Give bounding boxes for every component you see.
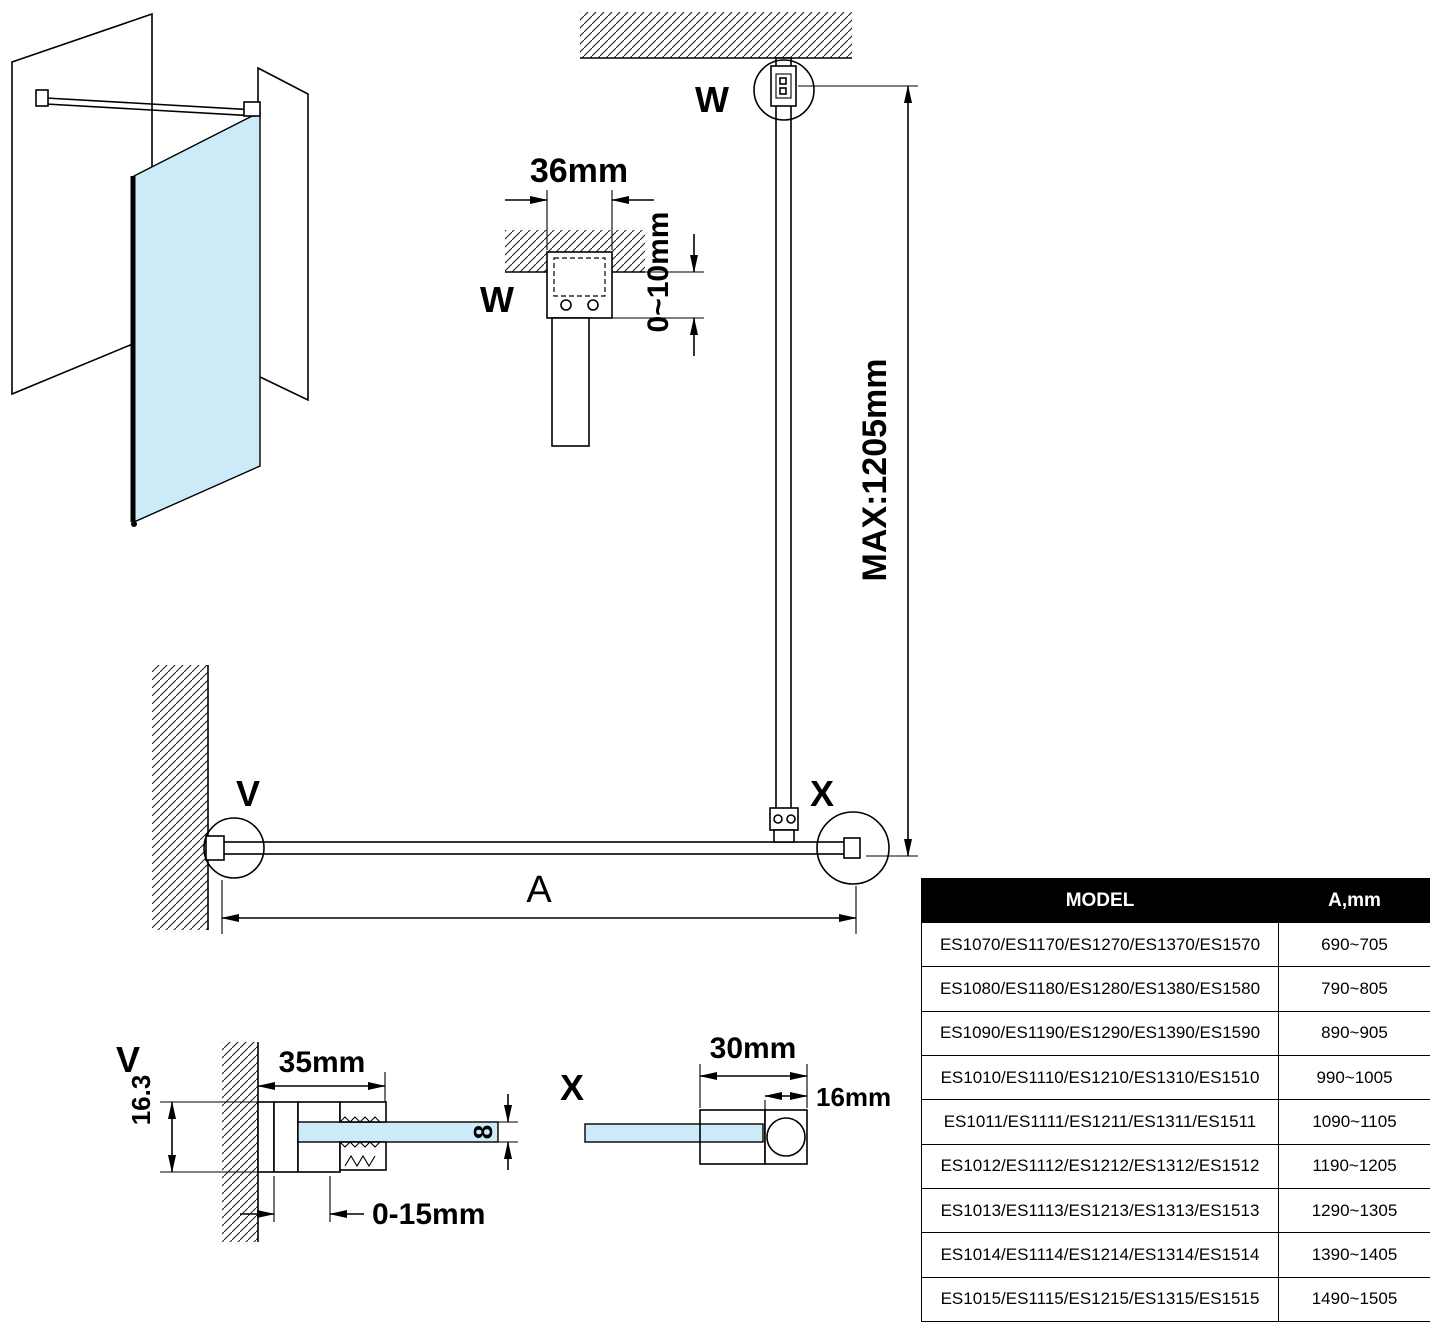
table-row: ES1014/ES1114/ES1214/ES1314/ES1514 1390~… bbox=[921, 1232, 1430, 1278]
detail-v-label: V bbox=[116, 1039, 140, 1080]
glass-end-clamp bbox=[843, 837, 861, 859]
model-table-body: ES1070/ES1170/ES1270/ES1370/ES1570 690~7… bbox=[921, 921, 1430, 1322]
wall-profile-plan bbox=[205, 835, 225, 861]
dim-16mm-label: 16mm bbox=[816, 1082, 891, 1112]
isometric-view bbox=[11, 12, 309, 527]
profile-adjust-zone bbox=[273, 1101, 299, 1173]
table-row: ES1011/ES1111/ES1211/ES1311/ES1511 1090~… bbox=[921, 1099, 1430, 1145]
ceiling-bracket-small bbox=[770, 65, 797, 107]
model-cell: ES1070/ES1170/ES1270/ES1370/ES1570 bbox=[921, 921, 1279, 968]
glass-foot bbox=[131, 521, 137, 527]
detail-w-callout: 36mm W 0~10mm bbox=[480, 152, 704, 447]
model-table: MODEL A,mm ES1070/ES1170/ES1270/ES1370/E… bbox=[921, 878, 1430, 1322]
detail-v-marker-label: V bbox=[236, 773, 260, 814]
model-cell: ES1012/ES1112/ES1212/ES1312/ES1512 bbox=[921, 1143, 1279, 1189]
dim-8-label: 8 bbox=[468, 1125, 498, 1139]
dimension-max: MAX:1205mm bbox=[798, 85, 918, 857]
detail-w-label: W bbox=[480, 279, 514, 320]
model-cell: ES1090/ES1190/ES1290/ES1390/ES1590 bbox=[921, 1010, 1279, 1056]
bar-cross-section bbox=[766, 1117, 806, 1157]
wall-hatch bbox=[222, 1042, 258, 1242]
dim-30mm-label: 30mm bbox=[710, 1032, 797, 1065]
table-header-a: A,mm bbox=[1278, 878, 1430, 923]
model-cell: ES1015/ES1115/ES1215/ES1315/ES1515 bbox=[921, 1276, 1279, 1322]
detail-x-label: X bbox=[560, 1067, 584, 1108]
glass-section bbox=[297, 1121, 499, 1143]
detail-x-callout: X 30mm 16mm bbox=[560, 1032, 891, 1165]
dim-163-label: 16.3 bbox=[126, 1075, 156, 1126]
glass-section bbox=[584, 1123, 764, 1143]
bar-glass-clamp bbox=[243, 101, 261, 117]
model-cell: ES1080/ES1180/ES1280/ES1380/ES1580 bbox=[921, 966, 1279, 1012]
dim-35mm-label: 35mm bbox=[279, 1046, 366, 1079]
detail-v-callout: V 16.3 35mm 8 0-15mm bbox=[116, 1039, 518, 1242]
ceiling-assembly: W bbox=[580, 12, 852, 815]
support-bar-vertical bbox=[775, 57, 792, 815]
bar-section bbox=[551, 317, 590, 447]
dim-0-10mm-label: 0~10mm bbox=[642, 212, 675, 333]
bracket-screw bbox=[587, 299, 599, 311]
a-value-cell: 1390~1405 bbox=[1278, 1232, 1430, 1278]
glass-plan bbox=[221, 841, 857, 855]
table-header-row: MODEL A,mm bbox=[921, 878, 1430, 923]
ceiling-hatch bbox=[580, 12, 852, 58]
dim-max-label: MAX:1205mm bbox=[856, 359, 894, 582]
table-row: ES1010/ES1110/ES1210/ES1310/ES1510 990~1… bbox=[921, 1054, 1430, 1101]
table-row: ES1090/ES1190/ES1290/ES1390/ES1590 890~9… bbox=[921, 1010, 1430, 1056]
model-cell: ES1010/ES1110/ES1210/ES1310/ES1510 bbox=[921, 1054, 1279, 1101]
support-bar bbox=[45, 97, 257, 111]
model-cell: ES1011/ES1111/ES1211/ES1311/ES1511 bbox=[921, 1099, 1279, 1145]
glass-panel bbox=[133, 110, 261, 524]
wall-hatch bbox=[152, 665, 208, 930]
a-value-cell: 990~1005 bbox=[1278, 1054, 1430, 1101]
table-header-model: MODEL bbox=[921, 878, 1279, 923]
detail-w-marker-label: W bbox=[695, 79, 729, 120]
detail-v-circle bbox=[203, 817, 265, 879]
table-row: ES1012/ES1112/ES1212/ES1312/ES1512 1190~… bbox=[921, 1143, 1430, 1189]
plan-view: V X bbox=[152, 665, 890, 930]
table-row: ES1015/ES1115/ES1215/ES1315/ES1515 1490~… bbox=[921, 1276, 1430, 1322]
right-wall bbox=[257, 66, 309, 402]
a-value-cell: 1490~1505 bbox=[1278, 1276, 1430, 1322]
bracket-screw bbox=[560, 299, 572, 311]
ceiling-bracket bbox=[546, 251, 613, 319]
dim-36mm-label: 36mm bbox=[530, 152, 628, 190]
detail-w-circle bbox=[753, 59, 815, 121]
model-cell: ES1014/ES1114/ES1214/ES1314/ES1514 bbox=[921, 1232, 1279, 1278]
model-cell: ES1013/ES1113/ES1213/ES1313/ES1513 bbox=[921, 1187, 1279, 1234]
bar-wall-mount bbox=[35, 89, 49, 107]
a-value-cell: 1190~1205 bbox=[1278, 1143, 1430, 1189]
dim-0-15mm-label: 0-15mm bbox=[372, 1198, 485, 1231]
a-value-cell: 1090~1105 bbox=[1278, 1099, 1430, 1145]
dimension-a: A bbox=[221, 869, 857, 934]
a-value-cell: 1290~1305 bbox=[1278, 1187, 1430, 1234]
a-value-cell: 690~705 bbox=[1278, 921, 1430, 968]
table-row: ES1013/ES1113/ES1213/ES1313/ES1513 1290~… bbox=[921, 1187, 1430, 1234]
detail-x-circle bbox=[816, 811, 890, 885]
a-value-cell: 890~905 bbox=[1278, 1010, 1430, 1056]
dim-a-label: A bbox=[526, 869, 552, 911]
a-value-cell: 790~805 bbox=[1278, 966, 1430, 1012]
profile-wall-plate bbox=[257, 1101, 275, 1173]
table-row: ES1070/ES1170/ES1270/ES1370/ES1570 690~7… bbox=[921, 921, 1430, 968]
detail-x-marker-label: X bbox=[810, 773, 834, 814]
table-row: ES1080/ES1180/ES1280/ES1380/ES1580 790~8… bbox=[921, 966, 1430, 1012]
